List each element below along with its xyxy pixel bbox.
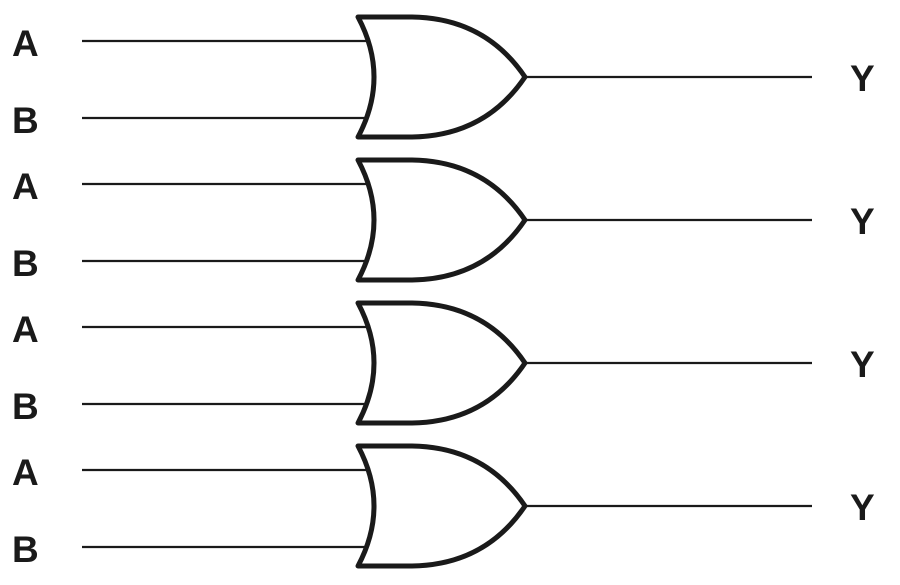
output-y-label: Y: [850, 487, 875, 528]
input-a-label: A: [12, 23, 39, 64]
input-b-label: B: [12, 386, 39, 427]
input-b-label: B: [12, 100, 39, 141]
or-gate-symbol: [355, 14, 528, 140]
output-y-label: Y: [850, 201, 875, 242]
or-gate-4: A B Y: [12, 443, 875, 570]
or-gate-3: A B Y: [12, 300, 875, 427]
input-b-label: B: [12, 529, 39, 570]
output-y-label: Y: [850, 58, 875, 99]
or-gate-symbol: [355, 157, 528, 283]
or-gate-1: A B Y: [12, 14, 875, 141]
input-b-label: B: [12, 243, 39, 284]
input-a-label: A: [12, 309, 39, 350]
or-gate-symbol: [355, 300, 528, 426]
or-gate-2: A B Y: [12, 157, 875, 284]
input-a-label: A: [12, 452, 39, 493]
output-y-label: Y: [850, 344, 875, 385]
input-a-label: A: [12, 166, 39, 207]
or-gate-symbol: [355, 443, 528, 569]
